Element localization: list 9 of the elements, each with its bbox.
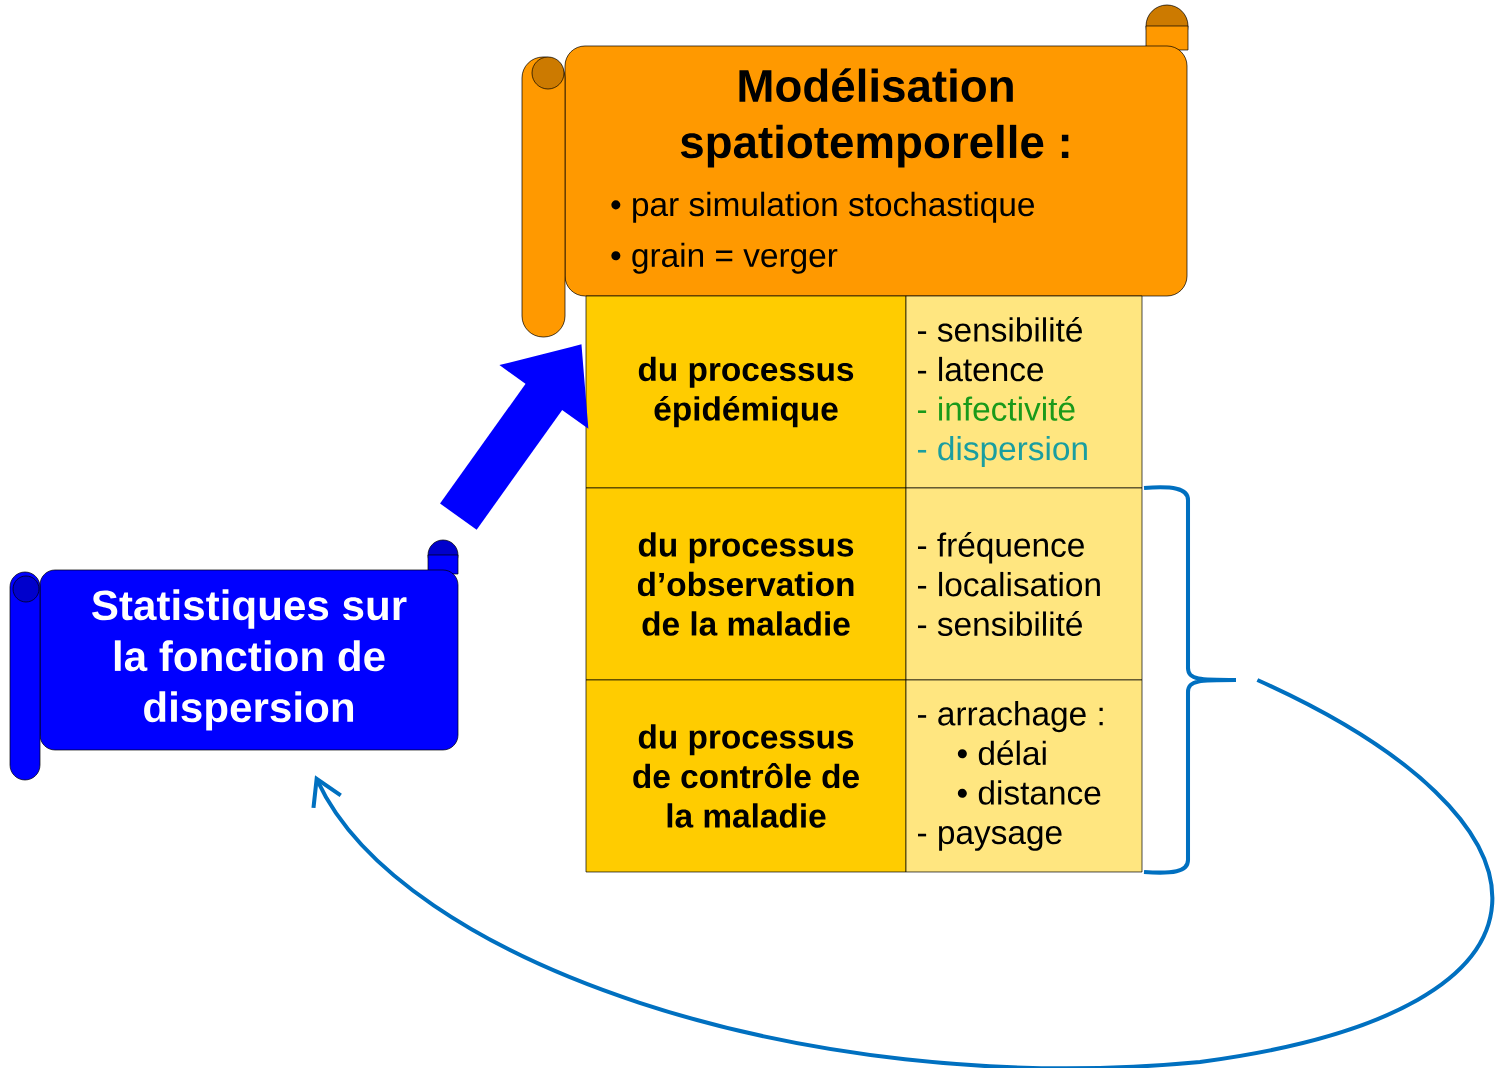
table-cell: - arrachage : • délai • distance - paysage	[905, 679, 1143, 873]
curly-brace	[1143, 485, 1239, 875]
table-cell: - sensibilité - latence - infectivité - dispersion	[905, 295, 1143, 489]
curved-arrow	[311, 678, 1494, 1068]
table-cell: - fréquence - localisation - sensibilité	[905, 487, 1143, 681]
scroll-banner: Statistiques sur la fonction de dispersion	[9, 539, 459, 781]
table-cell: du processus épidémique	[585, 295, 907, 489]
table-cell: du processus d’observation de la maladie	[585, 487, 907, 681]
table-cell: du processus de contrôle de la maladie	[585, 679, 907, 873]
